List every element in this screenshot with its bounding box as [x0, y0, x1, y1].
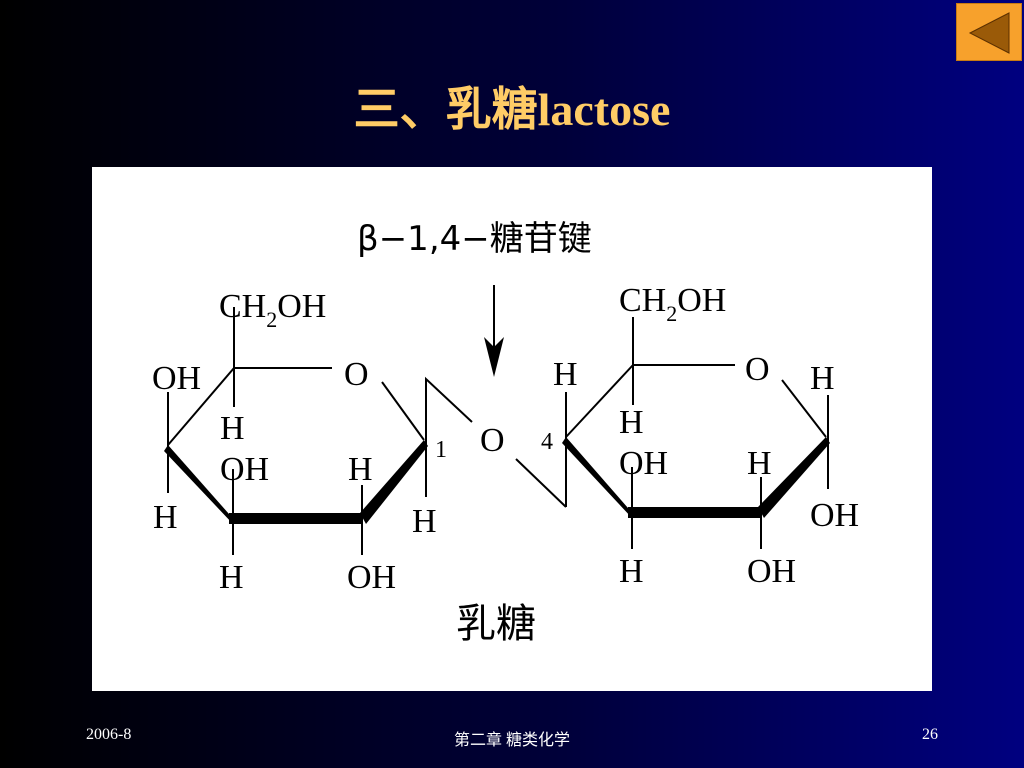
lactose-structure: β−1,4−糖苷键 — [152, 219, 859, 647]
right-ring-labels: CH2OH O H H H 4 OH H OH H OH — [541, 282, 859, 590]
right-ring-o-label: O — [745, 351, 770, 388]
right-c4-h-label: H — [553, 356, 578, 393]
left-c4-oh-label: OH — [152, 360, 201, 397]
left-c1-number: 1 — [435, 437, 447, 463]
slide-title: 三、乳糖lactose — [353, 84, 671, 135]
left-ch2oh-label: CH2OH — [219, 288, 326, 332]
bridge-o-label: O — [480, 422, 505, 459]
glycosidic-bond-label: β−1,4−糖苷键 — [357, 219, 592, 259]
right-c2-h-label: H — [747, 445, 772, 482]
left-c2-h-label: H — [348, 451, 373, 488]
left-c2-oh-label: OH — [347, 559, 396, 596]
bond-arrow — [484, 285, 504, 377]
right-c1-h-label: H — [810, 360, 835, 397]
footer-date: 2006-8 — [86, 726, 132, 743]
right-c3-oh-label: OH — [619, 445, 668, 482]
lactose-name-label: 乳糖 — [456, 601, 536, 647]
left-c3-h-label: H — [219, 559, 244, 596]
triangle-left-icon — [968, 12, 1010, 54]
right-c4-number: 4 — [541, 429, 553, 455]
right-c5-h-label: H — [619, 404, 644, 441]
left-c3-oh-label: OH — [220, 451, 269, 488]
left-c1-h-label: H — [412, 503, 437, 540]
footer-page-number: 26 — [922, 726, 938, 743]
left-c4-h-label: H — [153, 499, 178, 536]
left-c5-h-label: H — [220, 410, 245, 447]
right-ring — [515, 317, 830, 549]
left-ring — [164, 307, 473, 555]
lactose-diagram-panel: β−1,4−糖苷键 — [92, 167, 932, 691]
right-c3-h-label: H — [619, 553, 644, 590]
right-c2-oh-label: OH — [747, 553, 796, 590]
back-button[interactable] — [956, 3, 1022, 61]
footer-chapter: 第二章 糖类化学 — [453, 732, 570, 749]
right-c1-oh-label: OH — [810, 497, 859, 534]
left-ring-labels: CH2OH O OH H OH H H H H OH 1 — [152, 288, 447, 596]
right-ch2oh-label: CH2OH — [619, 282, 726, 326]
left-ring-o-label: O — [344, 356, 369, 393]
